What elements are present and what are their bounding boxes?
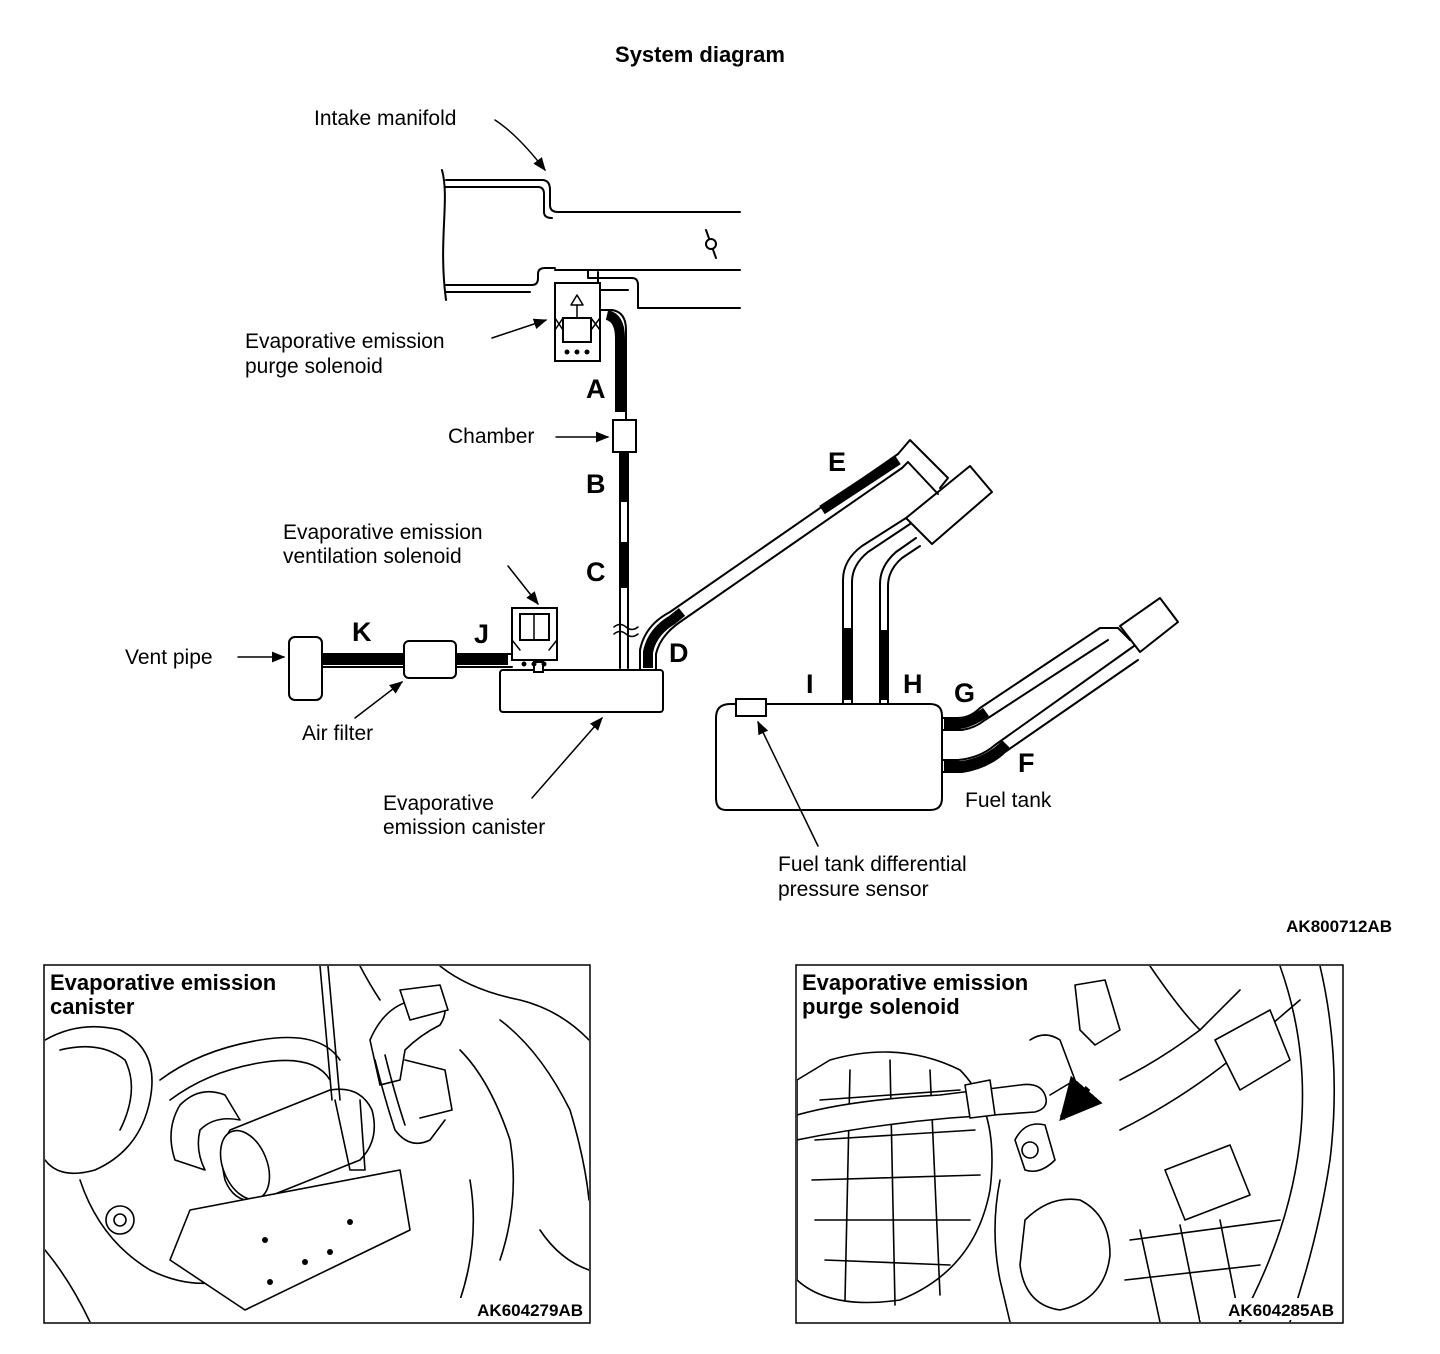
photo-panel-purge-solenoid: Evaporative emission purge solenoid AK60… <box>795 964 1344 1324</box>
figure-code: AK800712AB <box>1286 917 1392 936</box>
label-pressure-sensor-1: Fuel tank differential <box>778 853 967 876</box>
label-pressure-sensor-2: pressure sensor <box>778 878 929 901</box>
hose-letter-h: H <box>903 669 923 699</box>
label-intake-manifold: Intake manifold <box>314 107 456 130</box>
hose-letter-b: B <box>586 469 606 499</box>
vent-pipe <box>288 636 323 701</box>
photo-panel-canister: Evaporative emission canister AK604279AB <box>43 964 591 1324</box>
photo-code-canister: AK604279AB <box>477 1301 583 1320</box>
hose-letter-e: E <box>828 447 846 477</box>
label-ventilation-solenoid-2: ventilation solenoid <box>283 545 462 568</box>
diagram-title: System diagram <box>615 42 785 67</box>
label-chamber: Chamber <box>448 425 534 448</box>
photo-title-purge-2: purge solenoid <box>802 994 960 1019</box>
label-canister-1: Evaporative <box>383 792 494 815</box>
label-ventilation-solenoid-1: Evaporative emission <box>283 521 483 544</box>
hose-letter-i: I <box>806 669 814 699</box>
photo-title-purge-1: Evaporative emission <box>802 970 1028 995</box>
fuel-tank <box>715 698 943 811</box>
label-fuel-tank: Fuel tank <box>965 789 1052 812</box>
photo-title-canister-2: canister <box>50 994 135 1019</box>
label-purge-solenoid-1: Evaporative emission <box>245 330 445 353</box>
ventilation-solenoid <box>511 607 558 667</box>
hose-letter-d: D <box>669 638 689 668</box>
photo-code-purge: AK604285AB <box>1228 1301 1334 1320</box>
intake-manifold <box>441 169 741 309</box>
air-filter <box>403 640 457 679</box>
label-vent-pipe: Vent pipe <box>125 646 213 669</box>
purge-solenoid <box>554 282 601 362</box>
label-purge-solenoid-2: purge solenoid <box>245 355 383 378</box>
photo-title-canister-1: Evaporative emission <box>50 970 276 995</box>
hose-letter-g: G <box>954 678 975 708</box>
hose-letter-f: F <box>1018 748 1035 778</box>
hose-letter-a: A <box>586 374 606 404</box>
hose-letter-k: K <box>352 617 372 647</box>
label-canister-2: emission canister <box>383 816 545 839</box>
evaporative-emission-canister <box>499 661 664 713</box>
hose-letter-c: C <box>586 557 606 587</box>
chamber <box>612 419 637 453</box>
label-air-filter: Air filter <box>302 722 373 745</box>
hose-letter-j: J <box>474 619 489 649</box>
